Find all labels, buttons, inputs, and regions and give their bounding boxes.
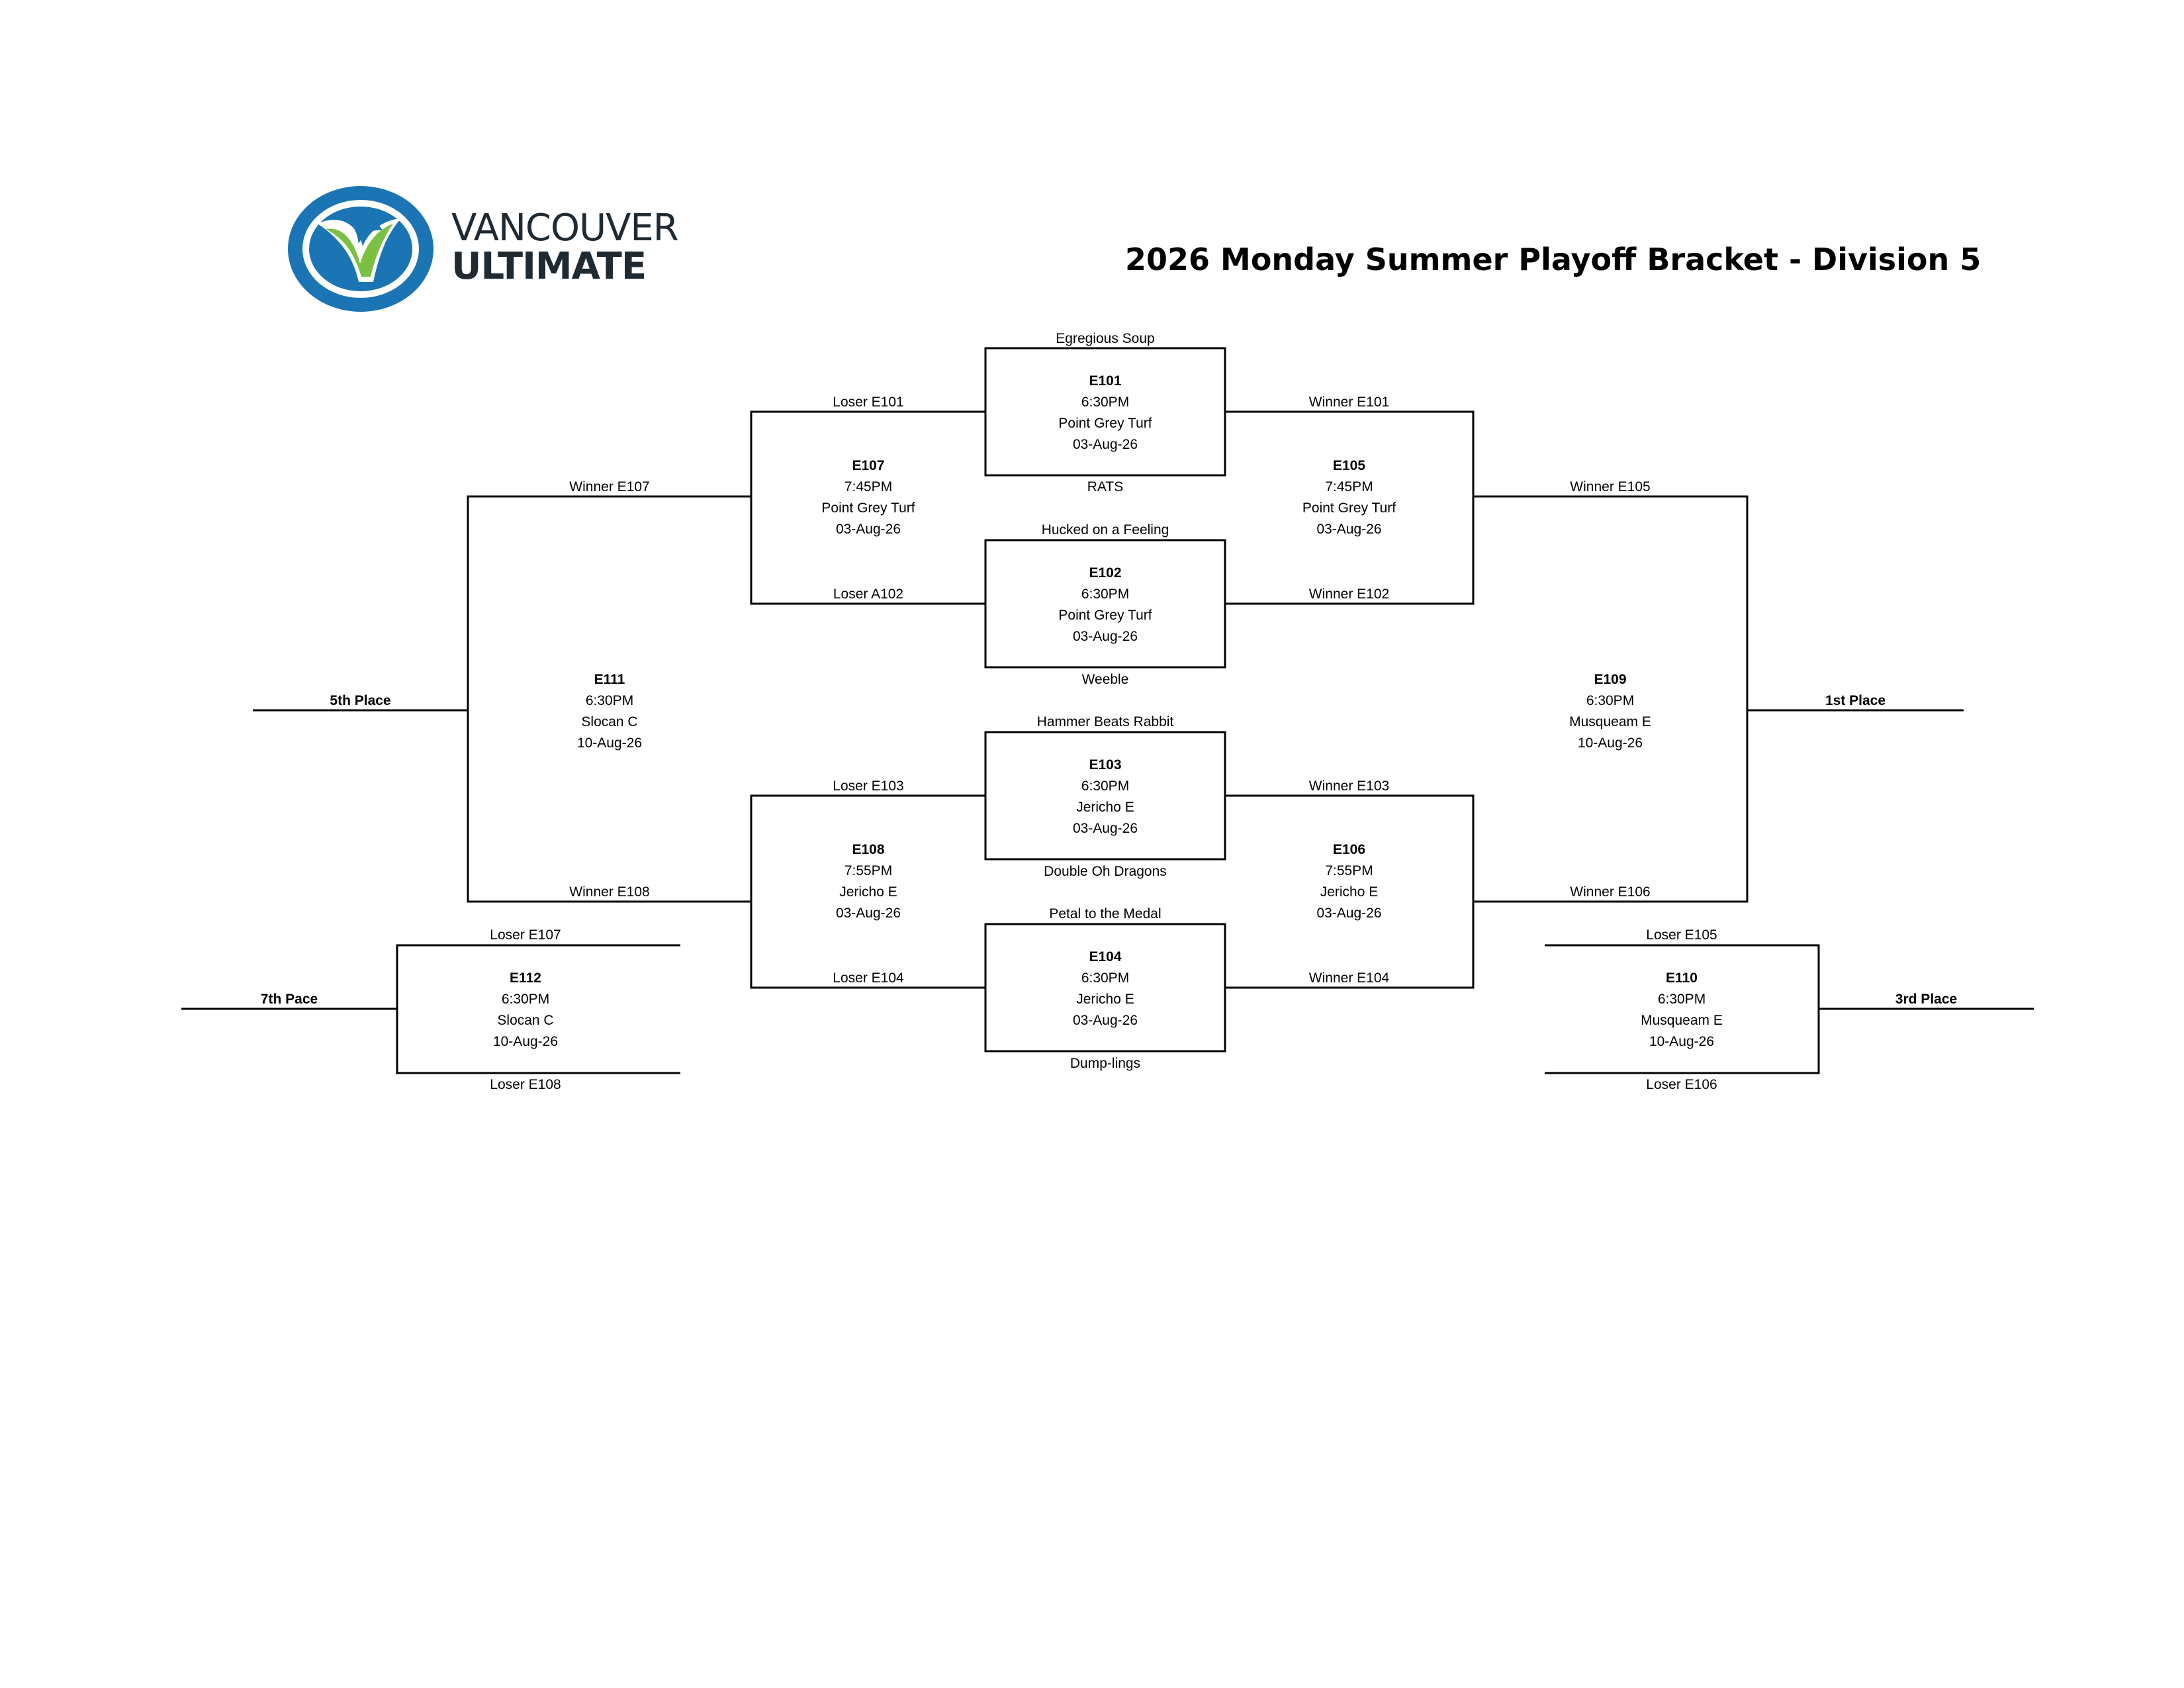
e110-field: Musqueam E (1641, 1013, 1723, 1028)
e101-time: 6:30PM (1081, 395, 1130, 410)
e110-time: 6:30PM (1657, 992, 1706, 1007)
e104-top-team: Petal to the Medal (1049, 906, 1161, 921)
e110-bottom-slot: Loser E106 (1646, 1077, 1717, 1092)
e107-time: 7:45PM (844, 479, 893, 494)
e107-bottom-slot: Loser A102 (833, 586, 904, 602)
e106-bottom-slot: Winner E104 (1308, 970, 1390, 986)
e102-field: Point Grey Turf (1058, 608, 1152, 623)
seventh-place-label: 7th Pace (260, 992, 318, 1007)
e110-date: 10-Aug-26 (1649, 1034, 1715, 1049)
e112-field: Slocan C (497, 1013, 554, 1028)
e108-code: E108 (852, 842, 885, 857)
e105-time: 7:45PM (1325, 479, 1373, 494)
e106-date: 03-Aug-26 (1316, 906, 1382, 921)
e110-top-slot: Loser E105 (1646, 927, 1717, 943)
e111-field: Slocan C (581, 714, 638, 729)
e108-field: Jericho E (839, 884, 897, 900)
e107-field: Point Grey Turf (821, 500, 915, 516)
e107-date: 03-Aug-26 (835, 522, 901, 537)
e112-time: 6:30PM (501, 992, 550, 1007)
e111-bottom-slot: Winner E108 (569, 884, 650, 900)
e103-date: 03-Aug-26 (1072, 821, 1138, 836)
e104-code: E104 (1089, 949, 1122, 964)
e109-top-slot: Winner E105 (1570, 479, 1651, 494)
page-title: 2026 Monday Summer Playoff Bracket - Div… (1125, 242, 1981, 277)
e107-top-slot: Loser E101 (833, 395, 904, 410)
e104-date: 03-Aug-26 (1072, 1013, 1138, 1028)
e103-bottom-team: Double Oh Dragons (1044, 864, 1167, 879)
e101-field: Point Grey Turf (1058, 416, 1152, 431)
e102-date: 03-Aug-26 (1072, 629, 1138, 644)
e101-code: E101 (1089, 373, 1122, 389)
bracket-e107 (750, 410, 985, 605)
e101-top-team: Egregious Soup (1056, 331, 1155, 346)
e106-time: 7:55PM (1325, 863, 1373, 878)
e110-code: E110 (1666, 970, 1698, 986)
e112-code: E112 (510, 970, 541, 986)
e112-top-slot: Loser E107 (490, 927, 561, 943)
e105-code: E105 (1332, 458, 1366, 473)
e105-field: Point Grey Turf (1302, 500, 1396, 516)
e106-top-slot: Winner E103 (1308, 778, 1390, 794)
e111-top-slot: Winner E107 (569, 479, 650, 494)
first-place-label: 1st Place (1825, 693, 1886, 708)
e111-date: 10-Aug-26 (576, 735, 643, 751)
e101-date: 03-Aug-26 (1072, 437, 1138, 452)
e104-time: 6:30PM (1081, 970, 1130, 986)
e105-top-slot: Winner E101 (1308, 395, 1390, 410)
e109-time: 6:30PM (1586, 693, 1635, 708)
logo-vancouver: VANCOUVER (451, 207, 679, 250)
e103-field: Jericho E (1076, 800, 1134, 815)
fifth-place-label: 5th Place (330, 693, 391, 708)
bracket-e109 (1473, 495, 1749, 903)
e105-bottom-slot: Winner E102 (1308, 586, 1390, 602)
e102-bottom-team: Weeble (1081, 672, 1129, 687)
e107-code: E107 (852, 458, 885, 473)
e111-time: 6:30PM (585, 693, 634, 708)
e109-field: Musqueam E (1569, 714, 1651, 729)
e104-field: Jericho E (1076, 992, 1134, 1007)
e102-time: 6:30PM (1081, 586, 1130, 602)
e108-time: 7:55PM (844, 863, 893, 878)
e101-bottom-team: RATS (1087, 479, 1124, 494)
vancouver-ultimate-logo: VANCOUVER ULTIMATE (285, 183, 682, 315)
e112-date: 10-Aug-26 (492, 1034, 559, 1049)
e106-field: Jericho E (1320, 884, 1379, 900)
e102-top-team: Hucked on a Feeling (1041, 522, 1169, 538)
logo-ultimate: ULTIMATE (451, 245, 647, 288)
e109-date: 10-Aug-26 (1577, 735, 1643, 751)
e109-bottom-slot: Winner E106 (1570, 884, 1651, 900)
bracket-e111 (467, 495, 751, 903)
e106-code: E106 (1332, 842, 1366, 857)
e103-top-team: Hammer Beats Rabbit (1036, 714, 1174, 729)
e108-bottom-slot: Loser E104 (833, 970, 904, 986)
bracket-e106 (1225, 794, 1475, 989)
logo-emblem-icon (288, 186, 433, 312)
e112-bottom-slot: Loser E108 (490, 1077, 561, 1092)
e108-top-slot: Loser E103 (833, 778, 904, 794)
e105-date: 03-Aug-26 (1316, 522, 1382, 537)
bracket-e105 (1225, 410, 1475, 605)
e103-time: 6:30PM (1081, 778, 1130, 794)
bracket-e108 (750, 794, 985, 989)
e102-code: E102 (1089, 565, 1122, 581)
e111-code: E111 (594, 672, 625, 687)
e103-code: E103 (1089, 757, 1122, 773)
e104-bottom-team: Dump-lings (1069, 1056, 1141, 1071)
e109-code: E109 (1594, 672, 1627, 687)
third-place-label: 3rd Place (1895, 992, 1958, 1007)
e108-date: 03-Aug-26 (835, 906, 901, 921)
